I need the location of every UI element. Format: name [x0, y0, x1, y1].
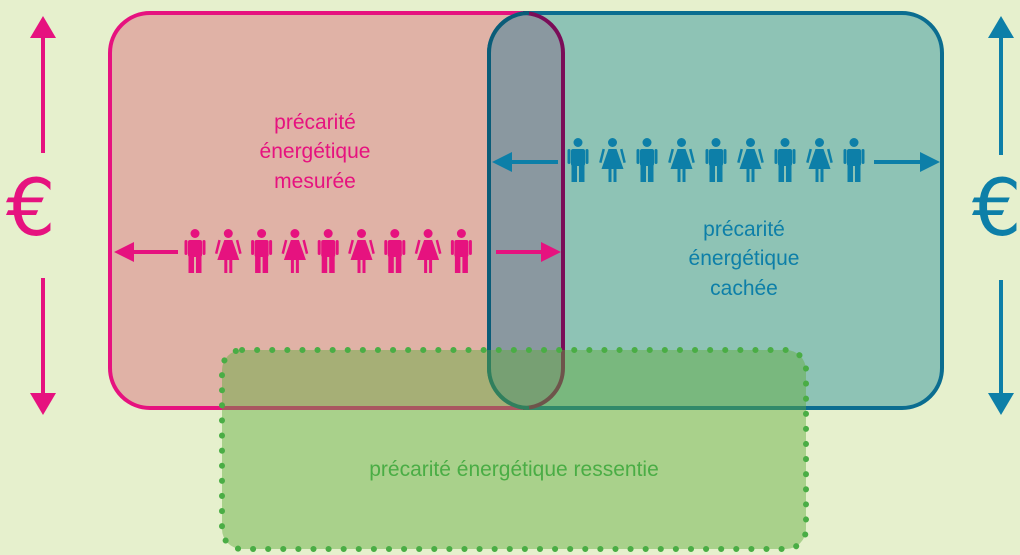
man-icon — [774, 138, 796, 182]
euro-symbol-right: € — [972, 164, 1020, 254]
hidden-label-line: énergétique — [688, 247, 800, 271]
arrow-up-down-icon — [30, 16, 56, 415]
man-icon — [450, 229, 472, 273]
people-row-measured — [184, 229, 472, 273]
man-icon — [636, 138, 658, 182]
woman-icon — [737, 138, 764, 182]
man-icon — [567, 138, 589, 182]
man-icon — [384, 229, 406, 273]
man-icon — [317, 229, 339, 273]
overlap-region — [489, 13, 563, 408]
woman-icon — [348, 229, 375, 273]
measured-label: précarité énergétique mesurée — [225, 108, 405, 196]
measured-label-line: précarité — [274, 111, 356, 134]
man-icon — [843, 138, 865, 182]
arrow-left-right-icon — [492, 152, 940, 172]
measured-label-line: mesurée — [274, 169, 356, 193]
arrow-left-right-icon — [114, 242, 561, 262]
measured-right-edge — [522, 11, 565, 410]
people-row-hidden — [567, 138, 865, 182]
man-icon — [251, 229, 273, 273]
woman-icon — [414, 229, 442, 273]
man-icon — [705, 138, 727, 182]
hidden-label-line: cachée — [710, 276, 778, 300]
woman-icon — [599, 138, 626, 182]
felt-region — [219, 347, 809, 552]
euro-symbol-left: € — [6, 164, 56, 254]
hidden-label-line: précarité — [703, 218, 785, 241]
hidden-label: précarité énergétique cachée — [654, 215, 834, 303]
woman-icon — [214, 229, 242, 273]
woman-icon — [668, 138, 695, 182]
hidden-left-edge — [487, 11, 530, 410]
measured-label-line: énergétique — [259, 140, 371, 164]
woman-icon — [806, 138, 833, 182]
man-icon — [184, 229, 206, 273]
felt-label: précarité énergétique ressentie — [369, 458, 659, 481]
arrow-up-down-icon — [988, 16, 1014, 415]
woman-icon — [281, 229, 309, 273]
